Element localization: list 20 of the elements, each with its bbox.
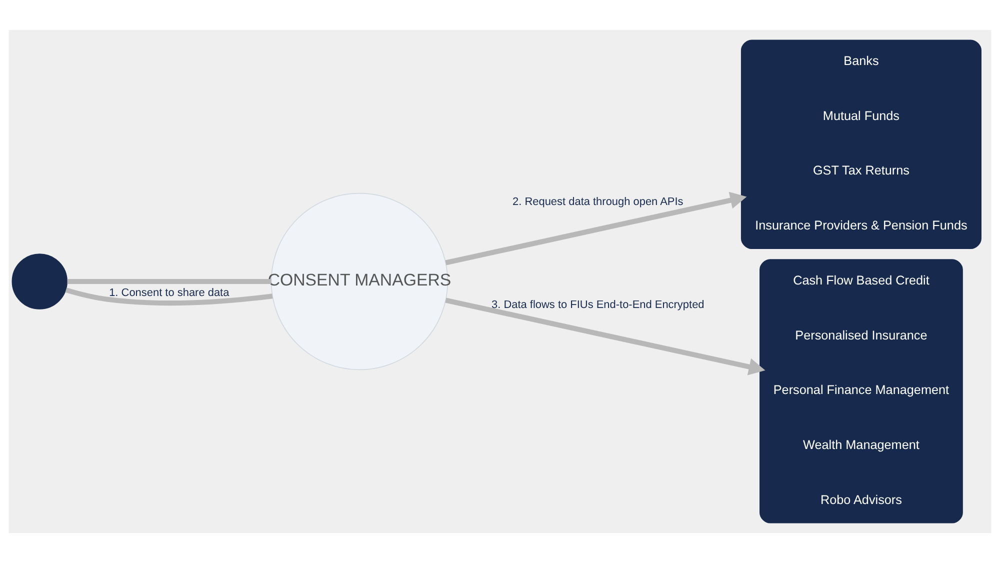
edge-label: 3. Data flows to FIUs End-to-End Encrypted (492, 299, 704, 311)
cluster (760, 259, 963, 524)
edge-label: 1. Consent to share data (109, 287, 230, 300)
edge-label: 2. Request data through open APIs (512, 196, 684, 208)
connector (65, 288, 273, 306)
node-text: Banks (844, 54, 879, 68)
node-text: Mutual Funds (822, 108, 900, 123)
node-text: GST Tax Returns (812, 164, 910, 178)
node-circle: CONSENT MANAGERS (270, 192, 448, 370)
arrow (445, 298, 766, 376)
node-text: Cash Flow Based Credit (793, 273, 930, 288)
arrow (445, 192, 747, 266)
node-text: Personal Finance Management (773, 383, 950, 398)
node-person (12, 254, 68, 310)
node-text: Robo Advisors (820, 492, 902, 507)
cluster (740, 40, 982, 249)
connector (67, 278, 272, 284)
node-text: Wealth Management (803, 438, 920, 452)
node-text: Personalised Insurance (795, 328, 928, 342)
node-text: Insurance Providers & Pension Funds (755, 218, 968, 233)
